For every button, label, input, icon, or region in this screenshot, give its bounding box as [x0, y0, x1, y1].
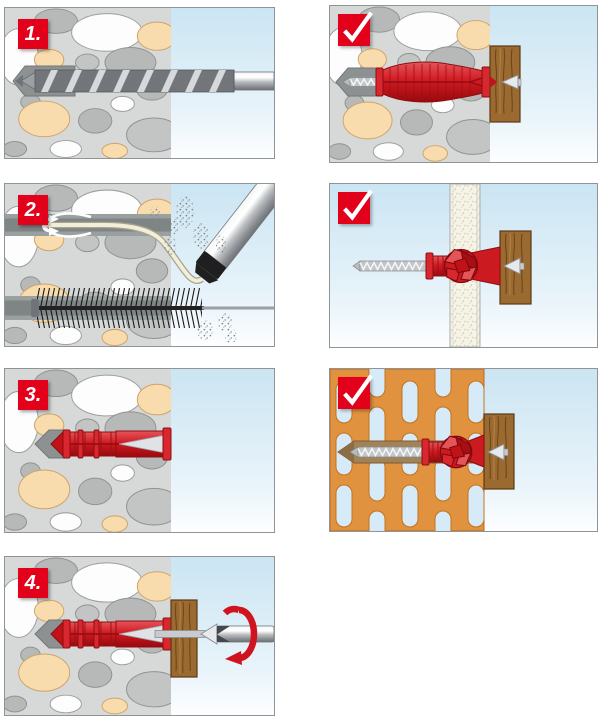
- brush-wire-handle: [202, 306, 274, 310]
- drill-shank: [233, 71, 274, 91]
- dust-particles: [150, 196, 226, 256]
- result-solid-wall-panel: [329, 5, 598, 163]
- checkmark-icon: [338, 377, 370, 409]
- sky-background: [171, 369, 274, 532]
- plug-rim: [490, 76, 497, 88]
- wall-plug: [50, 427, 172, 461]
- cleaning-brush: [31, 288, 274, 328]
- result-solid-wall-illustration: [330, 6, 597, 162]
- knotted-plug: [443, 248, 479, 284]
- rotation-arrow-icon: [222, 605, 258, 665]
- screwdriver: [216, 625, 274, 643]
- step-number-badge: 3.: [18, 380, 48, 410]
- step-1-panel: 1.: [4, 7, 275, 159]
- countersunk-screw-head: [502, 257, 525, 275]
- countersunk-screw-head: [500, 74, 522, 90]
- knotted-plug: [439, 435, 473, 469]
- step-number-badge: 1.: [18, 19, 48, 49]
- screw-tip-thread: [352, 260, 427, 272]
- checkmark-icon: [338, 14, 370, 46]
- result-hollow-wall-panel: [329, 183, 598, 348]
- step-3-illustration: [5, 369, 274, 532]
- step-number-badge: 4.: [18, 568, 48, 598]
- wall-plug: [50, 617, 172, 651]
- expanded-wall-plug: [375, 61, 491, 103]
- blow-out-pump: [195, 184, 274, 284]
- fixture-board: [170, 599, 198, 678]
- countersunk-screw-head: [486, 443, 509, 461]
- screw: [154, 623, 218, 645]
- drill-bit: [15, 69, 274, 93]
- step-2-panel: 2.: [4, 183, 275, 347]
- result-perforated-brick-illustration: [330, 369, 597, 531]
- step-number-badge: 2.: [18, 195, 48, 225]
- screw-tip-thread: [342, 76, 377, 88]
- air-hose: [45, 221, 204, 284]
- result-perforated-brick-panel: [329, 368, 598, 532]
- result-hollow-wall-illustration: [330, 184, 597, 347]
- screw-tip-thread: [349, 446, 423, 458]
- dust-particles-lower: [197, 313, 237, 343]
- checkmark-icon: [338, 192, 370, 224]
- step-3-panel: 3.: [4, 368, 275, 533]
- step-4-panel: 4.: [4, 556, 275, 716]
